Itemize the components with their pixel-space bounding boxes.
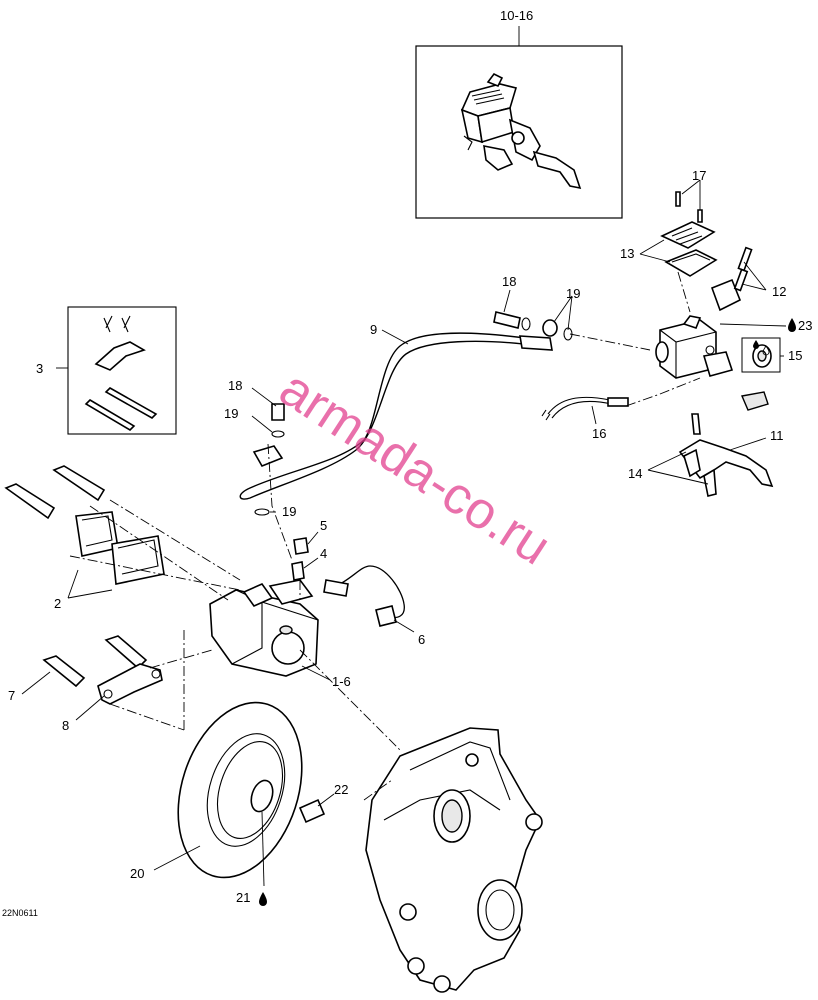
bleeder-valve-and-cap [291,537,309,581]
callout-2: 2 [54,596,61,611]
callout-6: 6 [418,632,425,647]
fluid-level-window [741,337,781,373]
callout-21: 21 [236,890,250,905]
reservoir-screws [675,191,703,223]
callout-18: 18 [502,274,516,289]
caliper-crossover-pipe [323,565,405,627]
callout-11: 11 [770,428,784,443]
brake-light-switch [541,396,629,421]
callout-13: 13 [620,246,634,261]
oil-drop-icon [259,892,267,906]
callout-22: 22 [334,782,348,797]
leader-lines [21,179,787,887]
callout-19: 19 [224,406,238,421]
callout-12: 12 [772,284,786,299]
callout-8: 8 [62,718,69,733]
callout-9: 9 [370,322,377,337]
callout-14: 14 [628,466,642,481]
callout-18: 18 [228,378,242,393]
brake-hose [239,332,553,500]
clamp-and-bolts [710,246,753,312]
callout-5: 5 [320,518,327,533]
watermark-text: armada-co.ru [269,359,560,576]
inset-master-cylinder-drawing [460,72,582,190]
chaincase-housing [363,727,543,993]
callout-7: 7 [8,688,15,703]
brake-disc [177,701,303,879]
oil-drop-icon [788,318,796,332]
callout-10-16: 10-16 [500,8,533,23]
caliper-mounting-bolts [4,465,148,688]
callout-20: 20 [130,866,144,881]
alignment-lines [69,271,701,751]
brake-lever [678,413,774,497]
reservoir-cover-and-diaphragm [660,221,718,277]
callout-17: 17 [692,168,706,183]
master-cylinder-cap [741,391,769,411]
fluid-drops-icon [753,340,770,356]
drawing-code: 22N0611 [2,908,38,918]
callout-16: 16 [592,426,606,441]
callout-labels: 10-16 17 13 12 18 19 9 23 15 3 18 19 16 … [8,8,812,905]
callout-3: 3 [36,361,43,376]
callout-19: 19 [566,286,580,301]
master-cylinder-body [655,315,734,379]
disc-key [298,798,326,824]
callout-19: 19 [282,504,296,519]
callout-15: 15 [788,348,802,363]
brake-pads [75,511,165,585]
caliper-bracket [97,663,163,705]
pad-hardware-kit-frame [67,306,177,435]
banjo-bolts-and-washers [254,311,573,516]
pad-hardware-kit-parts [84,315,158,432]
callout-4: 4 [320,546,327,561]
callout-23: 23 [798,318,812,333]
callout-1-6: 1-6 [332,674,351,689]
brake-caliper [209,579,319,677]
